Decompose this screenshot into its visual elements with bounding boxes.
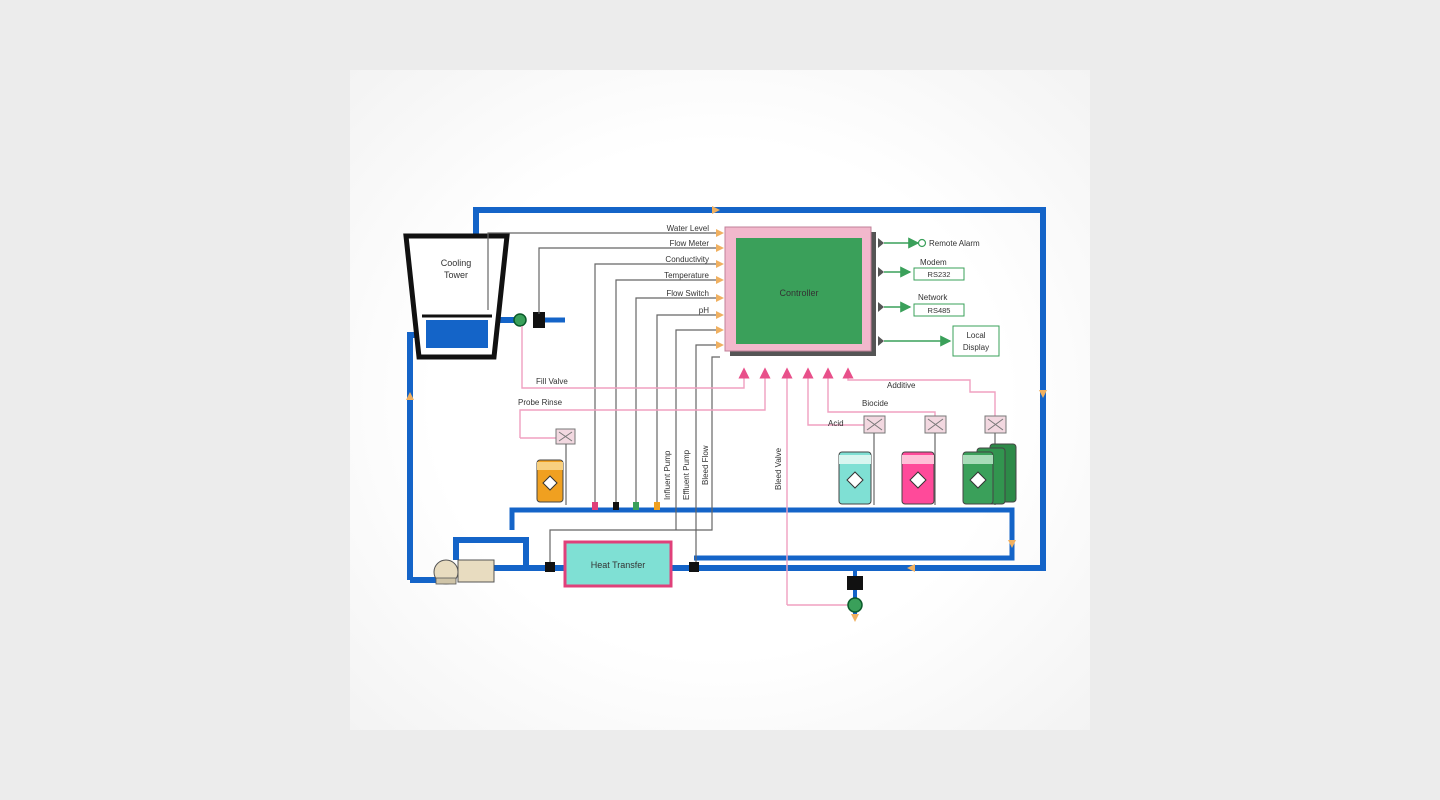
drum-icon	[969, 471, 987, 489]
pump-icon	[924, 415, 947, 434]
bleed-valve	[847, 568, 863, 622]
solenoid-icon	[847, 576, 863, 590]
probe-rinse-drum	[536, 459, 564, 503]
additive-drums	[962, 443, 1017, 505]
arrow-icon	[907, 564, 915, 572]
sensor-input-lines	[487, 232, 720, 566]
label-water-level: Water Level	[667, 224, 710, 233]
label-biocide: Biocide	[862, 399, 889, 408]
label-bleed-flow: Bleed Flow	[701, 445, 710, 485]
flow-arrows	[406, 206, 1047, 572]
label-flow-meter: Flow Meter	[669, 239, 709, 248]
label-rs485: RS485	[928, 306, 951, 315]
arrow-icon	[1008, 540, 1016, 548]
label-temperature: Temperature	[664, 271, 709, 280]
label-acid: Acid	[828, 419, 844, 428]
label-network: Network	[918, 293, 948, 302]
modem: Modem RS232	[913, 258, 965, 281]
label-fill-valve: Fill Valve	[536, 377, 568, 386]
heat-transfer-label: Heat Transfer	[591, 560, 646, 570]
label-modem: Modem	[920, 258, 947, 267]
label-local-display-line1: Local	[966, 331, 985, 340]
circulation-pump	[433, 559, 495, 585]
label-rs232: RS232	[928, 270, 951, 279]
sensor-tips	[545, 502, 699, 572]
drum-icon	[542, 475, 558, 491]
arrow-icon	[1039, 390, 1047, 398]
input-arrows	[716, 229, 724, 349]
controller-outputs	[884, 237, 952, 347]
acid-drum	[838, 451, 872, 505]
valve-icon	[513, 313, 527, 327]
input-labels: Water Level Flow Meter Conductivity Temp…	[664, 224, 709, 315]
cooling-tower-label-line2: Tower	[444, 270, 468, 280]
cooling-tower: Cooling Tower	[403, 233, 510, 360]
label-ph: pH	[699, 306, 709, 315]
drum-icon	[846, 471, 864, 489]
biocide-drum	[901, 451, 935, 505]
pump-labels: Influent Pump Effluent Pump Bleed Flow B…	[663, 445, 783, 500]
control-output-lines	[519, 326, 996, 606]
controller-label: Controller	[779, 288, 818, 298]
label-conductivity: Conductivity	[665, 255, 709, 264]
remote-alarm: Remote Alarm	[917, 238, 980, 248]
arrow-icon	[712, 206, 720, 214]
heat-transfer: Heat Transfer	[563, 540, 673, 588]
drum-icon	[909, 471, 927, 489]
pump-icon	[555, 428, 576, 445]
label-remote-alarm: Remote Alarm	[929, 239, 980, 248]
fill-valve-assembly	[513, 312, 545, 328]
cooling-tower-label-line1: Cooling	[441, 258, 472, 268]
local-display: Local Display	[952, 325, 1000, 357]
diagram-backdrop	[350, 70, 1090, 730]
controller-output-markers	[878, 238, 884, 346]
label-local-display-line2: Display	[963, 343, 989, 352]
metering-pumps	[555, 415, 1007, 445]
pump-icon	[984, 415, 1007, 434]
label-probe-rinse: Probe Rinse	[518, 398, 563, 407]
network: Network RS485	[913, 293, 965, 317]
valve-icon	[847, 597, 863, 613]
controller: Controller	[724, 226, 876, 356]
label-effluent-pump: Effluent Pump	[682, 449, 691, 500]
solenoid-icon	[533, 312, 545, 328]
label-additive: Additive	[887, 381, 916, 390]
pump-icon	[863, 415, 886, 434]
label-influent-pump: Influent Pump	[663, 450, 672, 500]
arrow-icon	[851, 614, 859, 622]
label-flow-switch: Flow Switch	[666, 289, 709, 298]
output-labels: Fill Valve Probe Rinse Acid Biocide Addi…	[518, 377, 916, 428]
label-bleed-valve: Bleed Valve	[774, 447, 783, 490]
arrow-icon	[406, 392, 414, 400]
